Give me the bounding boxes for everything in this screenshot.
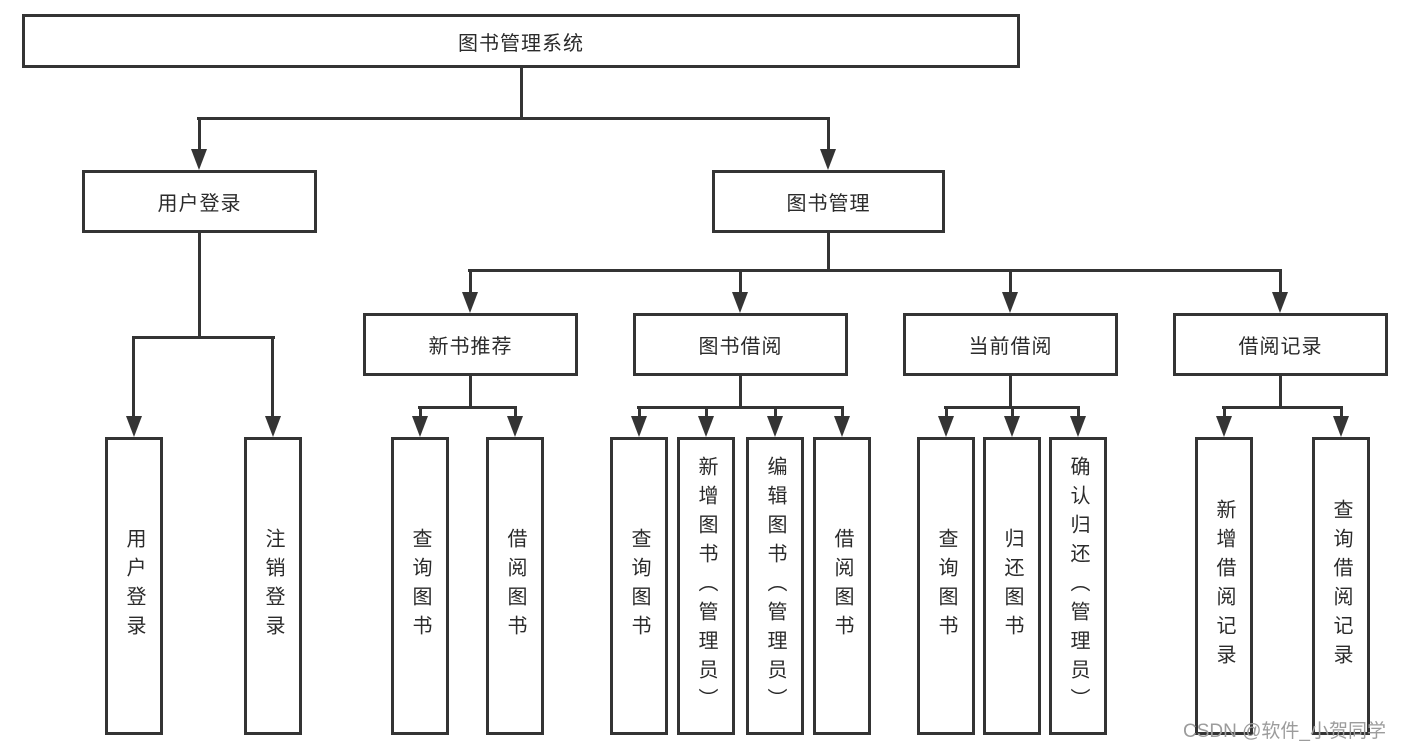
leaf-logout: 注销登录 — [244, 437, 302, 735]
node-label: 查询借阅记录 — [1330, 499, 1352, 673]
connector-line — [705, 408, 708, 417]
arrowhead — [938, 416, 954, 437]
node-new-book-recommend: 新书推荐 — [363, 313, 578, 376]
arrowhead — [462, 292, 478, 313]
node-label: 新书推荐 — [428, 336, 513, 358]
leaf-borrow-edit-books-admin: 编辑图书（管理员） — [746, 437, 804, 735]
connector-line — [1279, 376, 1282, 409]
arrowhead — [1333, 416, 1349, 437]
arrowhead — [1216, 416, 1232, 437]
arrowhead — [1004, 416, 1020, 437]
arrowhead — [412, 416, 428, 437]
node-book-management: 图书管理 — [712, 170, 945, 233]
connector-line — [827, 118, 830, 150]
arrowhead — [191, 149, 207, 170]
connector-line — [198, 118, 201, 150]
connector-line — [1077, 408, 1080, 417]
node-label: 图书借阅 — [698, 336, 783, 358]
connector-line — [271, 338, 274, 417]
node-label: 查询图书 — [935, 528, 957, 644]
node-label: 确认归还（管理员） — [1067, 455, 1089, 717]
node-label: 注销登录 — [262, 528, 284, 644]
connector-line — [197, 117, 830, 120]
arrowhead — [1272, 292, 1288, 313]
leaf-current-query-books: 查询图书 — [917, 437, 975, 735]
node-label: 用户登录 — [157, 193, 242, 215]
node-current-borrow: 当前借阅 — [903, 313, 1118, 376]
node-label: 查询图书 — [628, 528, 650, 644]
node-user-login: 用户登录 — [82, 170, 317, 233]
node-label: 新增借阅记录 — [1213, 499, 1235, 673]
arrowhead — [698, 416, 714, 437]
node-label: 编辑图书（管理员） — [764, 455, 786, 717]
node-label: 归还图书 — [1001, 528, 1023, 644]
connector-line — [1222, 406, 1343, 409]
arrowhead — [732, 292, 748, 313]
connector-line — [774, 408, 777, 417]
leaf-newbook-borrow-books: 借阅图书 — [486, 437, 544, 735]
node-label: 查询图书 — [409, 528, 431, 644]
node-label: 新增图书（管理员） — [695, 455, 717, 717]
leaf-records-add-borrow-record: 新增借阅记录 — [1195, 437, 1253, 735]
leaf-records-query-borrow-record: 查询借阅记录 — [1312, 437, 1370, 735]
connector-line — [1279, 271, 1282, 293]
leaf-user-login: 用户登录 — [105, 437, 163, 735]
node-label: 当前借阅 — [968, 336, 1053, 358]
connector-line — [827, 233, 830, 271]
arrowhead — [631, 416, 647, 437]
connector-line — [1009, 376, 1012, 409]
connector-line — [419, 408, 422, 417]
connector-line — [1223, 408, 1226, 417]
connector-line — [1011, 408, 1014, 417]
connector-line — [945, 408, 948, 417]
connector-line — [638, 408, 641, 417]
leaf-newbook-query-books: 查询图书 — [391, 437, 449, 735]
connector-line — [739, 271, 742, 293]
arrowhead — [265, 416, 281, 437]
connector-line — [841, 408, 844, 417]
node-label: 图书管理 — [786, 193, 871, 215]
arrowhead — [507, 416, 523, 437]
node-label: 图书管理系统 — [458, 32, 584, 55]
connector-line — [1009, 271, 1012, 293]
connector-line — [944, 406, 1080, 409]
connector-line — [198, 233, 201, 338]
connector-line — [514, 408, 517, 417]
arrowhead — [834, 416, 850, 437]
node-label: 借阅图书 — [504, 528, 526, 644]
connector-line — [469, 271, 472, 293]
node-label: 借阅图书 — [831, 528, 853, 644]
leaf-borrow-query-books: 查询图书 — [610, 437, 668, 735]
connector-line — [132, 338, 135, 417]
leaf-borrow-borrow-books: 借阅图书 — [813, 437, 871, 735]
arrowhead — [767, 416, 783, 437]
node-label: 借阅记录 — [1238, 336, 1323, 358]
node-label: 用户登录 — [123, 528, 145, 644]
connector-line — [418, 406, 517, 409]
arrowhead — [820, 149, 836, 170]
csdn-watermark: CSDN @软件_小贺同学 — [1183, 721, 1386, 742]
node-root: 图书管理系统 — [22, 14, 1020, 68]
connector-line — [637, 406, 844, 409]
connector-line — [468, 269, 1282, 272]
leaf-borrow-add-books-admin: 新增图书（管理员） — [677, 437, 735, 735]
connector-line — [469, 376, 472, 409]
arrowhead — [1002, 292, 1018, 313]
connector-line — [739, 376, 742, 409]
arrowhead — [126, 416, 142, 437]
node-borrow-records: 借阅记录 — [1173, 313, 1388, 376]
node-book-borrow: 图书借阅 — [633, 313, 848, 376]
leaf-current-confirm-return-admin: 确认归还（管理员） — [1049, 437, 1107, 735]
arrowhead — [1070, 416, 1086, 437]
leaf-current-return-books: 归还图书 — [983, 437, 1041, 735]
connector-line — [1340, 408, 1343, 417]
connector-line — [520, 68, 523, 118]
connector-line — [132, 336, 275, 339]
